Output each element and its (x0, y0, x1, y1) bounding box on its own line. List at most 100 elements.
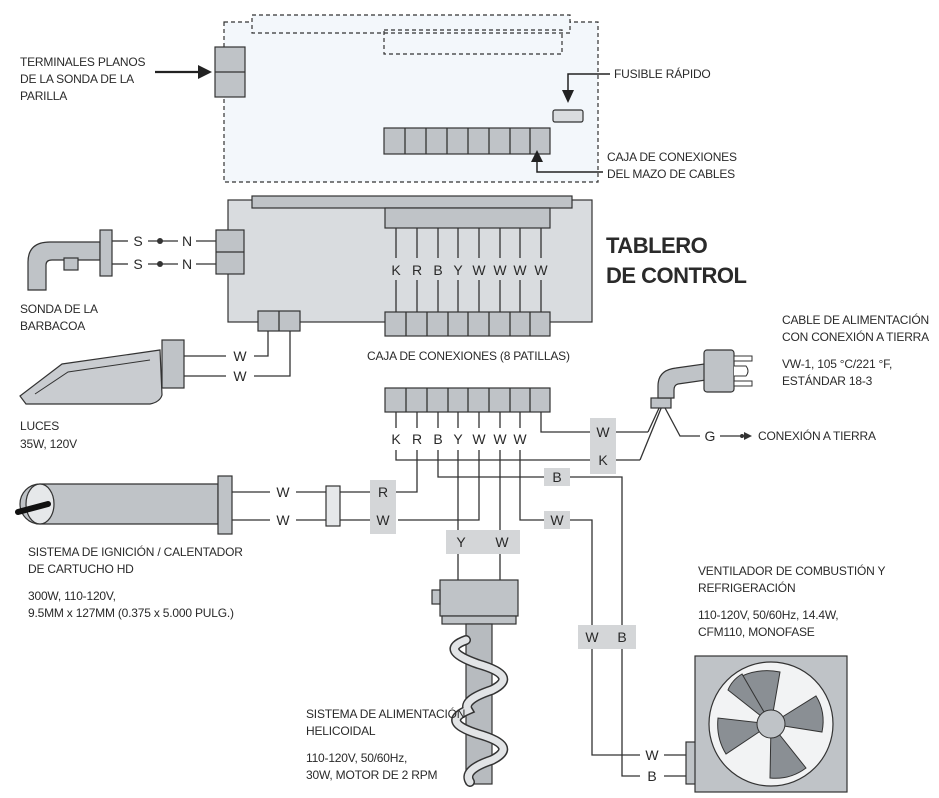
bbq-probe-label-2: BARBACOA (20, 319, 85, 333)
probe-wire-label: S (133, 256, 142, 272)
igniter-wire-label: R (378, 484, 388, 500)
harness-connector (383, 127, 551, 155)
harness-box-label-1: CAJA DE CONEXIONES (607, 150, 737, 164)
auger-wire-tag (446, 530, 520, 554)
ignition-label-1: SISTEMA DE IGNICIÓN / CALENTADOR (28, 544, 243, 559)
auger-label-4: 30W, MOTOR DE 2 RPM (306, 768, 438, 782)
fan-w-branch-label: W (550, 512, 564, 528)
control-board: K R B Y W W W W (215, 195, 593, 337)
lights-label-2: 35W, 120V (20, 437, 77, 451)
fast-fuse-label: FUSIBLE RÁPIDO (614, 66, 711, 81)
board-pin-label: W (493, 262, 507, 278)
lights-wire-label: W (233, 368, 247, 384)
fan-input-label: W (645, 747, 659, 763)
lower-pin-label: W (513, 431, 527, 447)
igniter-plug (217, 475, 233, 535)
combustion-fan (685, 655, 848, 793)
harness-box-label-2: DEL MAZO DE CABLES (607, 167, 735, 181)
control-board-title-1: TABLERO (606, 233, 708, 258)
power-cable-label-3: VW-1, 105 °C/221 °F, (782, 357, 892, 371)
lights-body (19, 349, 163, 405)
ground-label: CONEXIÓN A TIERRA (758, 428, 876, 443)
probe-terminals-label-3: PARILLA (20, 89, 67, 103)
arrow-to-fuse (562, 73, 610, 103)
probe-body (27, 241, 101, 291)
auger-wire-label: W (495, 534, 509, 550)
ignition-label-3: 300W, 110-120V, (28, 589, 116, 603)
ignition-label-4: 9.5MM x 127MM (0.375 x 5.000 PULG.) (28, 606, 234, 620)
auger-label-1: SISTEMA DE ALIMENTACIÓN (306, 706, 465, 721)
igniter-wire-label: W (376, 512, 390, 528)
bbq-probe-label-1: SONDA DE LA (20, 302, 98, 316)
auger-wire-label: Y (456, 534, 466, 550)
board-pin-label: B (433, 262, 442, 278)
ignition-label-2: DE CARTUCHO HD (28, 562, 134, 576)
fan-wire-tag (578, 625, 636, 649)
lower-pin-label: K (391, 431, 401, 447)
power-wire-label: W (596, 424, 610, 440)
lights-plug (161, 339, 185, 389)
power-plug (703, 349, 735, 393)
igniter-wire-label: W (276, 484, 290, 500)
probe-terminals-label-2: DE LA SONDA DE LA (20, 72, 134, 86)
ground-wire-label: G (705, 428, 716, 444)
probe-wire-label: N (182, 233, 192, 249)
arrow-to-probe-terminals (155, 65, 212, 79)
fan-input-label: B (647, 768, 656, 784)
igniter-wire-tag (370, 480, 396, 534)
fast-fuse (552, 109, 584, 123)
control-board-title-2: DE CONTROL (606, 263, 747, 288)
lower-pin-label: B (433, 431, 442, 447)
power-strain-relief (650, 397, 672, 409)
probe-wire-label: S (133, 233, 142, 249)
board-upper-connector (384, 207, 551, 229)
fan-label-2: REFRIGERACIÓN (698, 580, 795, 595)
board-pin-label: K (391, 262, 401, 278)
board-pin-label: R (412, 262, 422, 278)
power-wire-tag (590, 418, 616, 474)
lights-label-1: LUCES (20, 419, 59, 433)
board-pin-label: Y (453, 262, 463, 278)
power-wire-label: K (598, 452, 608, 468)
power-cord (657, 363, 707, 399)
lower-pin-label: R (412, 431, 422, 447)
lower-pin-label: Y (453, 431, 463, 447)
power-cable-label-2: CON CONEXIÓN A TIERRA (782, 329, 929, 344)
lower-pin-label: W (493, 431, 507, 447)
igniter-wire-label: W (276, 512, 290, 528)
auger-motor (431, 579, 519, 787)
power-cable-label-4: ESTÁNDAR 18-3 (782, 373, 873, 388)
igniter (15, 475, 396, 535)
controller-top-tab (251, 14, 571, 34)
arrow-to-harness (531, 150, 603, 173)
controller-inner-tab (383, 29, 563, 55)
probe-terminals-label-1: TERMINALES PLANOS (20, 55, 145, 69)
bbq-probe (27, 229, 216, 291)
board-pin-label: W (472, 262, 486, 278)
auger-motor-body (439, 579, 519, 617)
fan-b-branch-tag (544, 468, 570, 486)
fan-label-1: VENTILADOR DE COMBUSTIÓN Y (698, 563, 885, 578)
junction-box-8-pin (384, 387, 551, 413)
fan-w-branch-tag (544, 511, 570, 529)
fan-label-3: 110-120V, 50/60Hz, 14.4W, (698, 608, 838, 622)
probe-plug (99, 229, 113, 277)
controller-housing (214, 14, 599, 183)
igniter-connector (325, 485, 341, 527)
fan-wire-label: B (617, 629, 626, 645)
fan-wire-label: W (585, 629, 599, 645)
auger-label-2: HELICOIDAL (306, 724, 376, 738)
board-pin-label: W (513, 262, 527, 278)
pin-box-label: CAJA DE CONEXIONES (8 PATILLAS) (367, 349, 570, 363)
board-pin-wires (395, 228, 542, 312)
fan-b-branch-label: B (552, 469, 561, 485)
lower-pin-label: W (472, 431, 486, 447)
fan-label-4: CFM110, MONOFASE (698, 625, 815, 639)
controller-outline (223, 21, 599, 183)
junction-wires (395, 412, 623, 625)
lights (19, 331, 291, 405)
probe-wire-label: N (182, 256, 192, 272)
lights-wire-label: W (233, 348, 247, 364)
